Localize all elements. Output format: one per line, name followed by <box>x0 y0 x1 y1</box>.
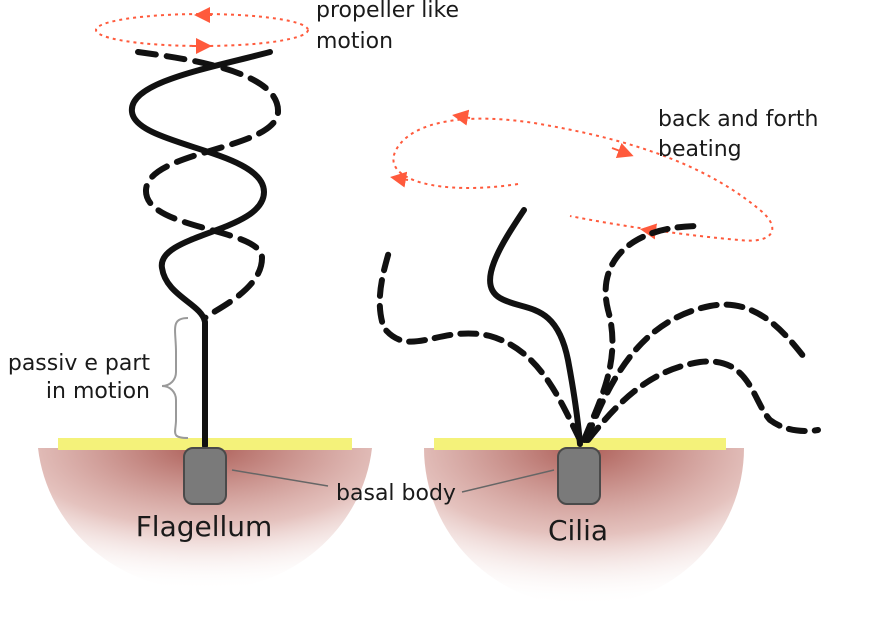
beating-arrow-1 <box>458 116 470 118</box>
propeller-label-line2: motion <box>316 29 393 54</box>
cilia-panel: back and forth beating Cilia <box>380 107 819 606</box>
beating-arrow-2 <box>612 148 628 154</box>
cilia-title: Cilia <box>548 514 608 547</box>
basal-body-label: basal body <box>336 481 456 506</box>
cilium-dashed-low <box>588 361 818 440</box>
flagellum-title: Flagellum <box>136 510 273 543</box>
flagellum-helix-dashed <box>138 52 278 318</box>
propeller-motion-path <box>96 14 308 46</box>
cilia-basal-body <box>558 448 600 504</box>
passive-part-label-line1: passiv e part <box>8 351 151 376</box>
passive-part-label-line2: in motion <box>46 379 150 404</box>
cilium-dashed-left <box>380 248 580 440</box>
beating-label-line1: back and forth <box>658 107 818 132</box>
flagellum-basal-body <box>184 448 226 504</box>
beating-label-line2: beating <box>658 137 742 162</box>
flagellum-helix-solid <box>132 52 270 446</box>
passive-part-brace <box>162 318 188 438</box>
beating-arrow-4 <box>396 178 408 180</box>
propeller-label-line1: propeller like <box>316 0 459 23</box>
